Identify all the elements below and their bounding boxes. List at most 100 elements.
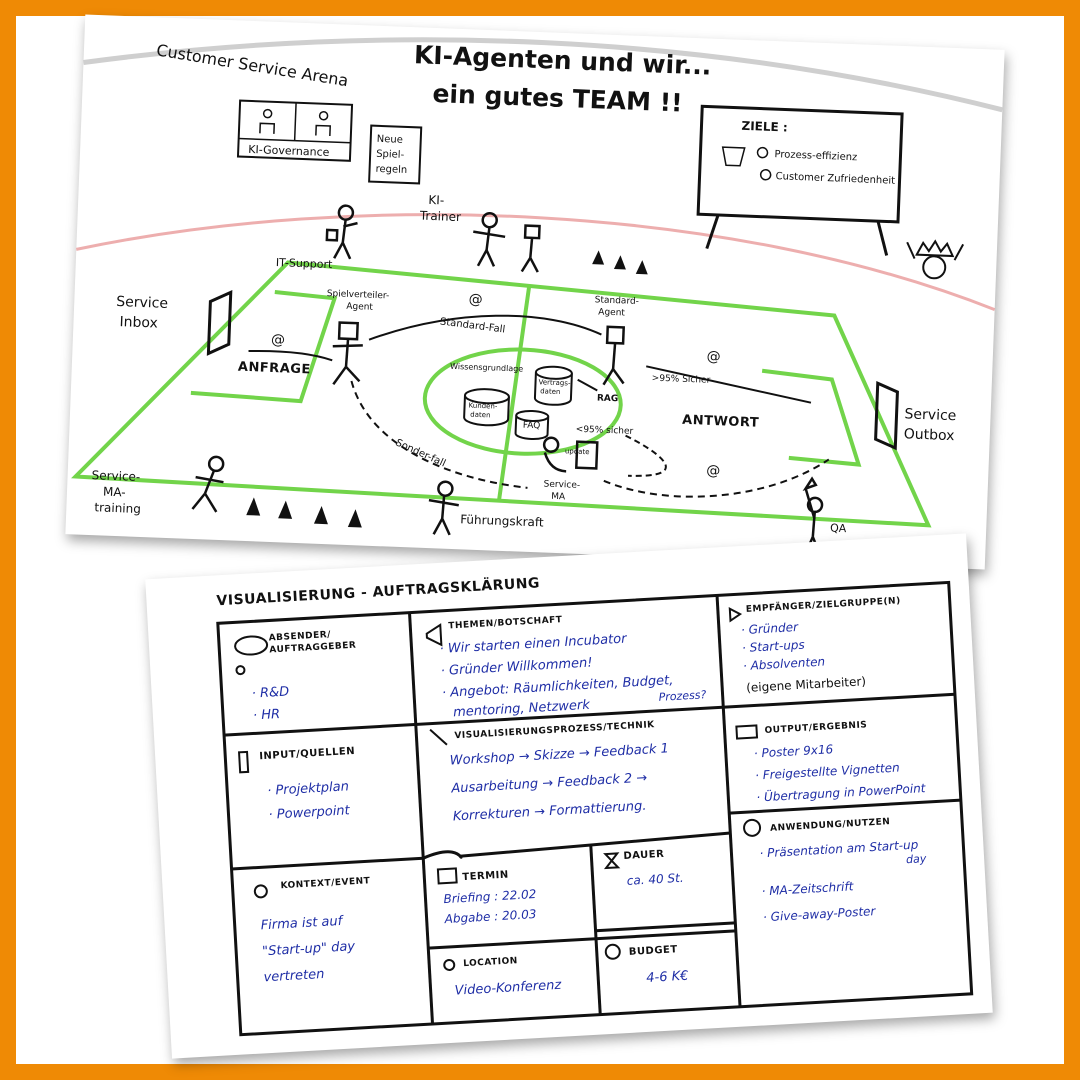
canvas-grid bbox=[216, 580, 974, 1037]
service-inbox-label-2: Inbox bbox=[119, 314, 158, 331]
playmaker-robot bbox=[332, 321, 363, 386]
calendar-icon bbox=[436, 867, 458, 885]
new-rules-box: Neue Spiel- regeln bbox=[368, 124, 423, 185]
topics-item: Prozess? bbox=[658, 688, 707, 704]
pencil-icon bbox=[429, 728, 448, 746]
usage-item: day bbox=[906, 852, 927, 866]
date-label: TERMIN bbox=[462, 869, 509, 883]
at-icon: @ bbox=[271, 332, 286, 349]
answer-label: ANTWORT bbox=[682, 413, 760, 431]
goal-efficiency: Prozess-effizienz bbox=[774, 149, 857, 163]
update-label: update bbox=[565, 447, 590, 456]
audience-item: · Absolventen bbox=[743, 655, 826, 674]
knowledge-databases bbox=[463, 365, 573, 440]
usage-item: · Präsentation am Start-up bbox=[759, 838, 919, 861]
at-icon: @ bbox=[706, 349, 721, 366]
context-item: vertreten bbox=[263, 967, 325, 985]
service-outbox-label-1: Service bbox=[904, 406, 956, 424]
process-label: VISUALISIERUNGSPROZESS/TECHNIK bbox=[454, 720, 655, 741]
service-ma-figure bbox=[542, 436, 599, 473]
qa-label: QA bbox=[830, 522, 847, 536]
at-icon: @ bbox=[468, 291, 483, 308]
output-item: · Freigestellte Vignetten bbox=[755, 761, 900, 783]
goal-satisfaction: Customer Zufriedenheit bbox=[775, 171, 895, 187]
location-label: LOCATION bbox=[463, 956, 518, 969]
sender-label-2: AUFTRAGGEBER bbox=[269, 641, 356, 656]
smiley-icon bbox=[759, 169, 772, 181]
gear-icon bbox=[756, 146, 769, 159]
contract-data-label-1: Vertrags- bbox=[538, 378, 571, 387]
moneybag-icon bbox=[604, 943, 621, 960]
standard-agent-label-1: Standard- bbox=[595, 295, 640, 307]
duration-label: DAUER bbox=[623, 849, 664, 862]
inbox-goal bbox=[206, 289, 233, 356]
ki-trainer-label-2: Trainer bbox=[419, 208, 462, 224]
governance-box: KI-Governance bbox=[236, 99, 354, 162]
sender-label-1: ABSENDER/ bbox=[268, 630, 331, 643]
usage-item: · Give-away-Poster bbox=[763, 904, 877, 924]
svg-text:regeln: regeln bbox=[375, 164, 407, 176]
briefing-canvas: VISUALISIERUNG - AUFTRAGSKLÄRUNG ABSENDE… bbox=[216, 574, 974, 1037]
output-item: · Poster 9x16 bbox=[754, 742, 834, 760]
it-support-label: IT-Support bbox=[276, 256, 334, 271]
usage-item: · MA-Zeitschrift bbox=[761, 879, 855, 898]
contract-data-label-2: daten bbox=[540, 387, 561, 396]
request-label: ANFRAGE bbox=[238, 360, 311, 378]
usage-label: ANWENDUNG/NUTZEN bbox=[770, 817, 891, 834]
audience-item: (eigene Mitarbeiter) bbox=[746, 674, 867, 695]
training-label-1: Service- bbox=[91, 468, 140, 484]
audience-item: · Start-ups bbox=[742, 638, 805, 655]
standard-robot bbox=[602, 325, 626, 386]
date-item: Briefing : 22.02 bbox=[443, 887, 537, 906]
training-runner bbox=[191, 455, 225, 513]
topics-item: · Gründer Willkommen! bbox=[440, 655, 592, 678]
duration-value: ca. 40 St. bbox=[626, 871, 684, 888]
budget-label: BUDGET bbox=[629, 944, 678, 958]
process-item: Workshop → Skizze → Feedback 1 bbox=[449, 741, 669, 768]
grey-arc bbox=[83, 37, 1003, 113]
output-item: · Übertragung in PowerPoint bbox=[756, 779, 927, 804]
output-label: OUTPUT/ERGEBNIS bbox=[764, 720, 867, 736]
at-icon: @ bbox=[706, 463, 721, 480]
playmaker-label-2: Agent bbox=[346, 302, 373, 313]
canvas-title: VISUALISIERUNG - AUFTRAGSKLÄRUNG bbox=[216, 574, 540, 609]
special-case-label: Sonder-fall bbox=[394, 437, 447, 469]
king-icon bbox=[906, 239, 965, 280]
person-icon bbox=[318, 111, 329, 121]
sender-item: · R&D bbox=[251, 684, 289, 701]
location-value: Video-Konferenz bbox=[454, 978, 562, 999]
leadership-label: Führungskraft bbox=[460, 512, 544, 529]
person-icon bbox=[262, 108, 273, 119]
rag-label: RAG bbox=[597, 393, 619, 404]
service-outbox-label-2: Outbox bbox=[904, 426, 955, 444]
robot-trainee-figure bbox=[520, 224, 541, 273]
audience-item: · Gründer bbox=[741, 620, 800, 637]
knowledge-base-label: Wissensgrundlage bbox=[450, 362, 524, 374]
megaphone-icon bbox=[425, 623, 443, 647]
speech-bubble-icon bbox=[234, 635, 269, 656]
arena-drawing: Customer Service Arena KI-Agenten und wi… bbox=[71, 37, 1003, 556]
confidence-low-label: <95% sicher bbox=[576, 425, 634, 437]
red-arc bbox=[75, 213, 996, 312]
context-item: Firma ist auf bbox=[260, 914, 345, 934]
it-support-figure bbox=[325, 204, 358, 260]
goals-title: ZIELE : bbox=[741, 119, 788, 135]
process-item: Ausarbeitung → Feedback 2 → bbox=[450, 771, 648, 797]
context-item: "Start-up" day bbox=[262, 939, 356, 959]
monitor-icon bbox=[735, 724, 759, 740]
budget-value: 4-6 K€ bbox=[646, 969, 689, 986]
arrow-icon bbox=[728, 607, 743, 623]
topics-label: THEMEN/BOTSCHAFT bbox=[448, 615, 563, 631]
goals-board: ZIELE : Prozess-effizienz Customer Zufri… bbox=[696, 104, 904, 256]
football-field bbox=[71, 260, 932, 528]
service-ma-label-1: Service- bbox=[543, 479, 580, 490]
faq-label: FAQ bbox=[523, 421, 541, 432]
cones bbox=[246, 250, 648, 528]
service-inbox-label-1: Service bbox=[116, 294, 168, 312]
arena-title-line2: ein gutes TEAM !! bbox=[432, 79, 683, 118]
input-label: INPUT/QUELLEN bbox=[259, 746, 355, 762]
svg-text:Spiel-: Spiel- bbox=[376, 149, 405, 161]
input-item: · Powerpoint bbox=[268, 803, 351, 823]
ki-trainer-label-1: KI- bbox=[428, 193, 444, 208]
input-item: · Projektplan bbox=[267, 779, 349, 799]
